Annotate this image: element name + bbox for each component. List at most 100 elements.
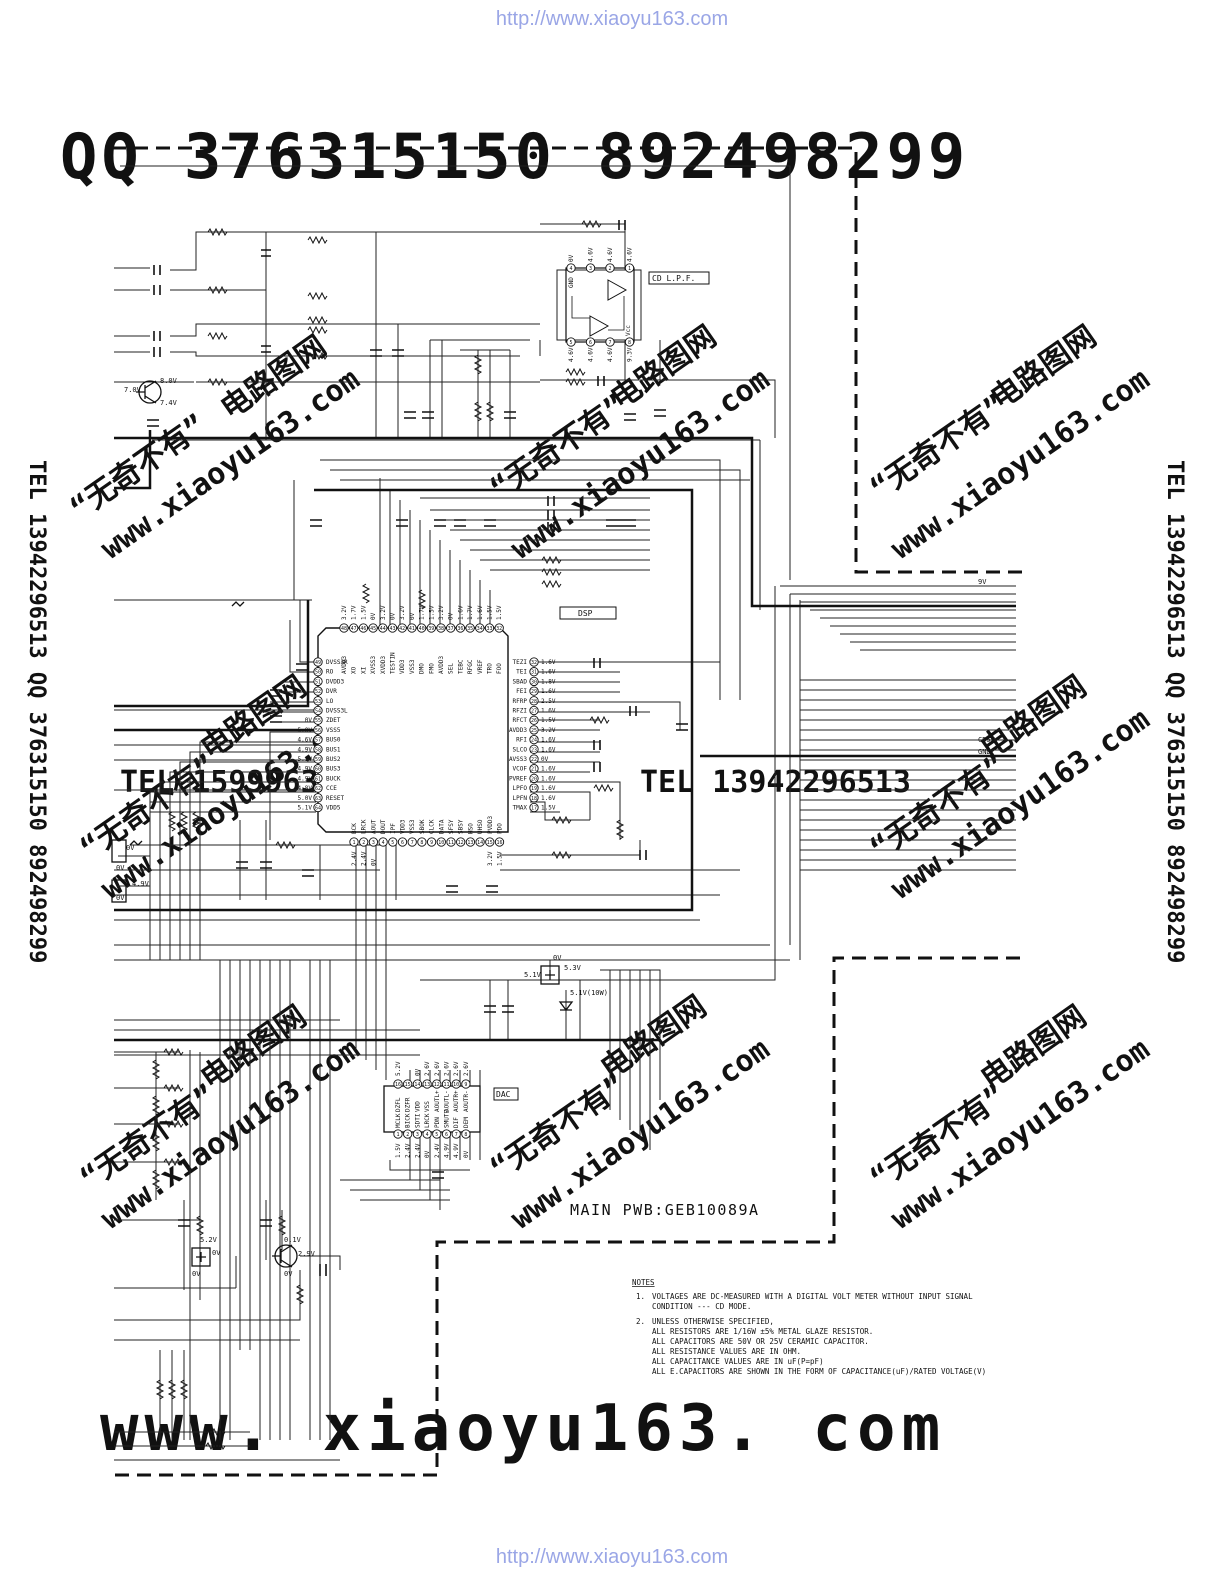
dsp-top-41-pin bbox=[407, 623, 417, 633]
dac-bottom-7-pin-number: 7 bbox=[455, 1132, 458, 1138]
dsp-left-name-57: BUS0 bbox=[326, 737, 341, 744]
dac-label: DAC bbox=[496, 1090, 511, 1099]
dsp-right-30-pin-number: 30 bbox=[531, 679, 537, 685]
dsp-left-name-59: BUS2 bbox=[326, 756, 341, 763]
watermark-cn-site-7: 电路图网 bbox=[595, 989, 713, 1086]
note-2-line-2: ALL RESISTORS ARE 1/16W ±5% METAL GLAZE … bbox=[652, 1327, 873, 1336]
dsp-bottom-name-9: CLCK bbox=[429, 819, 436, 834]
dsp-top-voltage-44: 3.2V bbox=[380, 605, 387, 620]
dsp-bottom-name-1: BCK bbox=[351, 823, 358, 834]
q-bl-a: 5.2V bbox=[200, 1236, 218, 1244]
dsp-left-51-pin bbox=[313, 676, 323, 687]
dac-top-10-pin-number: 10 bbox=[453, 1082, 459, 1088]
dsp-right-name-28: RFRP bbox=[513, 698, 528, 705]
footer-url[interactable]: http://www.xiaoyu163.com bbox=[495, 1546, 729, 1568]
dsp-top-voltage-46: 1.5V bbox=[360, 605, 367, 620]
dsp-bottom-16-pin-number: 16 bbox=[496, 840, 502, 846]
dsp-right-31-pin bbox=[529, 667, 539, 677]
dsp-top-name-48: AVDD3 bbox=[341, 656, 348, 674]
dac-top-15-pin-number: 15 bbox=[405, 1082, 411, 1088]
lpf-bottom-6-pin-number: 6 bbox=[589, 340, 592, 346]
dac-top-11-pin bbox=[441, 1079, 452, 1089]
dsp-bottom-11-pin-number: 11 bbox=[448, 840, 454, 846]
dsp-bottom-pins: 1BCK2.4V2LRCK2.4V3AOUT0V4DOUT5IPF6VDD37V… bbox=[349, 816, 505, 866]
dsp-right-name-25: AVDD3 bbox=[509, 727, 527, 734]
dsp-bottom-5-pin bbox=[388, 837, 398, 847]
dsp-right-name-30: SBAD bbox=[513, 678, 528, 685]
transistor-bottom-left bbox=[191, 1247, 211, 1267]
note-1-line-1: VOLTAGES ARE DC-MEASURED WITH A DIGITAL … bbox=[652, 1292, 973, 1301]
dsp-left-50-pin bbox=[313, 667, 323, 677]
dsp-top-42-pin bbox=[397, 623, 407, 633]
dsp-right-27-pin bbox=[529, 705, 539, 716]
lpf-ic-body bbox=[565, 267, 635, 343]
dac-bottom-voltage-7: 4.9V bbox=[453, 1143, 460, 1158]
dsp-right-voltage-17: 1.5V bbox=[541, 805, 556, 812]
dsp-bottom-name-3: AOUT bbox=[370, 819, 377, 834]
dac-bottom-name-4: LRCK bbox=[424, 1113, 431, 1128]
dsp-right-21-pin bbox=[529, 764, 539, 774]
dsp-bottom-name-14: UHSO bbox=[477, 819, 484, 834]
dsp-top-name-47: XO bbox=[351, 666, 358, 674]
watermark-site: www. xiaoyu163. com bbox=[100, 1392, 946, 1466]
dsp-left-49-pin-number: 49 bbox=[315, 660, 321, 666]
dsp-left-64-pin bbox=[313, 802, 323, 813]
dsp-right-voltage-24: 1.6V bbox=[541, 737, 556, 744]
dsp-right-name-26: RFCT bbox=[513, 717, 528, 724]
dac-top-16-pin-number: 16 bbox=[395, 1082, 401, 1088]
dac-bottom-8-pin bbox=[461, 1129, 471, 1139]
note-2-line-5: ALL CAPACITANCE VALUES ARE IN uF(P=pF) bbox=[652, 1357, 824, 1366]
dsp-left-63-pin bbox=[313, 793, 323, 803]
dac-top-name-14: VDD bbox=[414, 1101, 421, 1112]
dsp-top-46-pin-number: 46 bbox=[360, 626, 366, 632]
dsp-top-46-pin bbox=[358, 623, 369, 633]
q-top-e: 7.4V bbox=[160, 399, 178, 407]
dsp-bottom-name-7: VSS3 bbox=[409, 819, 416, 834]
q-bl-c: 0V bbox=[192, 1270, 201, 1278]
lpf-top-voltage-1: 4.6V bbox=[627, 247, 634, 262]
dsp-right-26-pin-number: 26 bbox=[531, 718, 537, 724]
dsp-bottom-voltage-3: 0V bbox=[370, 858, 377, 866]
dsp-top-voltage-40: 1.7V bbox=[419, 605, 426, 620]
dsp-bottom-name-12: SBSY bbox=[458, 819, 465, 834]
lpf-top-3-pin bbox=[585, 263, 596, 273]
dsp-left-voltage-63: 5.0V bbox=[298, 795, 313, 802]
dsp-bottom-voltage-15: 3.2V bbox=[487, 851, 494, 866]
dsp-bottom-10-pin bbox=[436, 837, 446, 847]
dsp-top-name-46: XI bbox=[360, 666, 367, 674]
note-2-num: 2. bbox=[636, 1317, 645, 1326]
dsp-left-58-pin bbox=[313, 744, 323, 754]
dac-top-voltage-13: 2.6V bbox=[424, 1061, 431, 1076]
dsp-top-32-pin-number: 32 bbox=[496, 626, 502, 632]
dsp-top-37-pin bbox=[446, 623, 456, 633]
dsp-right-17-pin-number: 17 bbox=[531, 806, 537, 812]
dac-top-14-pin bbox=[412, 1079, 423, 1089]
dsp-top-43-pin bbox=[387, 623, 398, 633]
lpf-label-box bbox=[648, 271, 710, 285]
dsp-left-name-61: BUCK bbox=[326, 775, 341, 782]
dac-bottom-voltage-5: 2.4V bbox=[434, 1143, 441, 1158]
dsp-bottom-8-pin-number: 8 bbox=[420, 840, 423, 846]
dsp-left-62-pin-number: 62 bbox=[315, 786, 321, 792]
reg-out: 5.3V bbox=[564, 964, 582, 972]
dsp-right-26-pin bbox=[529, 715, 539, 725]
dsp-top-36-pin bbox=[455, 623, 466, 633]
dsp-left-name-64: VDD5 bbox=[326, 805, 341, 812]
dsp-left-62-pin bbox=[313, 783, 323, 793]
dac-bottom-5-pin-number: 5 bbox=[435, 1132, 438, 1138]
header-url[interactable]: http://www.xiaoyu163.com bbox=[495, 8, 729, 30]
q-top-c: 8.0V bbox=[160, 377, 178, 385]
dsp-left-name-50: RO bbox=[326, 669, 334, 676]
dsp-bottom-name-11: SFSY bbox=[448, 819, 455, 834]
dsp-left-53-pin-number: 53 bbox=[315, 699, 321, 705]
lpf-bottom-voltage-7: 4.6V bbox=[607, 347, 614, 362]
dsp-top-name-40: DMO bbox=[419, 663, 426, 674]
dsp-left-59-pin bbox=[313, 754, 323, 764]
dsp-right-21-pin-number: 21 bbox=[531, 767, 537, 773]
dsp-left-name-58: BUS1 bbox=[326, 746, 341, 753]
dsp-left-57-pin-number: 57 bbox=[315, 738, 321, 744]
dsp-top-voltage-47: 1.7V bbox=[351, 605, 358, 620]
dac-bottom-voltage-4: 0V bbox=[424, 1150, 431, 1158]
